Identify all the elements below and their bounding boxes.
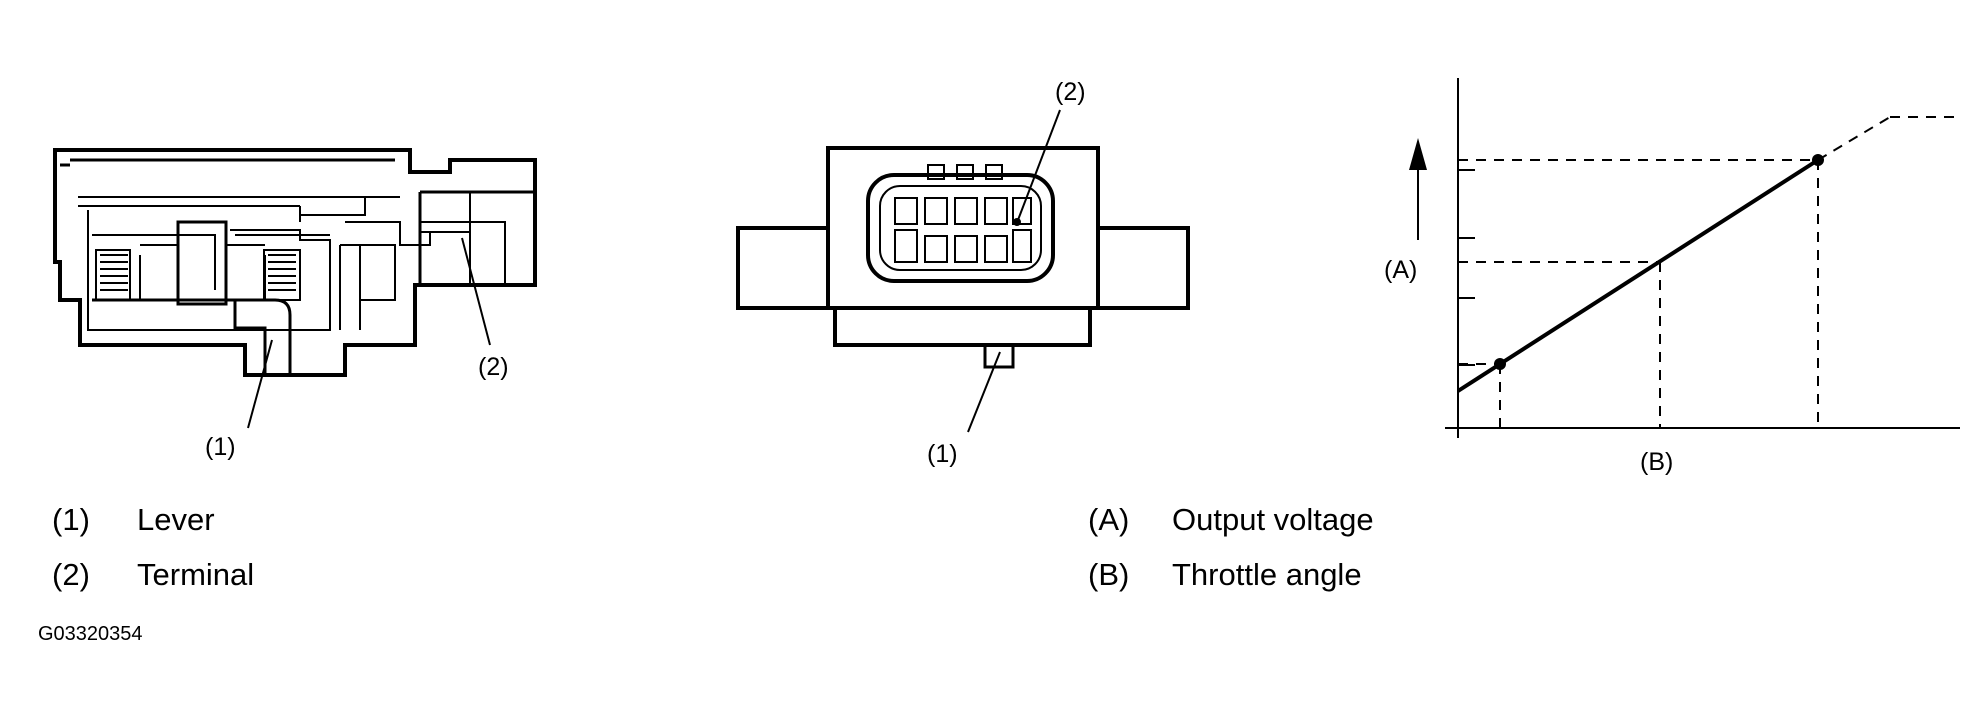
y-axis-label: (A): [1384, 256, 1417, 284]
characteristic-point-high: [1812, 154, 1824, 166]
x-axis-label: (B): [1640, 448, 1673, 476]
legend-key-terminal: (2): [52, 557, 90, 592]
sensor-front-view: (1) (2): [736, 78, 1190, 468]
legend-text-terminal: Terminal: [137, 557, 254, 592]
legend-text-throttle-angle: Throttle angle: [1172, 557, 1362, 592]
side-callout-2: (2): [478, 353, 509, 381]
legend-key-throttle-angle: (B): [1088, 557, 1129, 592]
legend-text-lever: Lever: [137, 502, 215, 537]
sensor-side-section-view: (1) (2): [53, 148, 537, 461]
terminal-cavities: [894, 197, 1032, 263]
legend-right: (A) Output voltage (B) Throttle angle: [1088, 502, 1374, 592]
figure-id: G03320354: [38, 623, 143, 645]
legend-key-output-voltage: (A): [1088, 502, 1129, 537]
front-callout-1: (1): [927, 440, 958, 468]
side-callout-1: (1): [205, 433, 236, 461]
front-callout-2: (2): [1055, 78, 1086, 106]
legend-key-lever: (1): [52, 502, 90, 537]
legend-left: (1) Lever (2) Terminal: [52, 502, 254, 592]
characteristic-point-low: [1494, 358, 1506, 370]
dashed-guide-lines: [1458, 116, 1960, 428]
arrow-up-icon: [1409, 138, 1427, 170]
legend-text-output-voltage: Output voltage: [1172, 502, 1374, 537]
output-characteristic-line: [1456, 158, 1820, 393]
output-characteristic-graph: (A) (B): [1384, 78, 1960, 476]
